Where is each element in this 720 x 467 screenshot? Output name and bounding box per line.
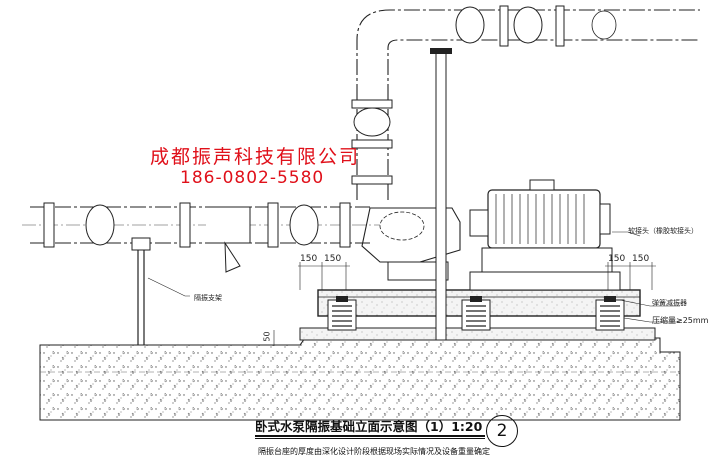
- title-underline-thin: [255, 438, 485, 439]
- isolator-label: 弹簧减振器: [652, 299, 687, 307]
- pipe-support-column: [430, 48, 452, 341]
- title-underline: [255, 435, 485, 437]
- dim-left-a: 150: [300, 254, 318, 264]
- dim-curb: 50: [262, 331, 272, 342]
- spring-isolator-1: [327, 296, 357, 331]
- spring-isolator-2: [461, 296, 491, 331]
- spring-isolator-3: [595, 296, 625, 331]
- motor: [469, 179, 621, 291]
- dim-right-b: 150: [632, 254, 650, 264]
- dim-left-b: 150: [324, 254, 342, 264]
- dim-right-a: 150: [608, 254, 626, 264]
- suction-pipe: [22, 202, 380, 273]
- dimension-lines: [273, 262, 656, 346]
- outlet-flex-label: 软接头（橡胶软接头）: [628, 227, 698, 235]
- deflection-label: 压缩量≥25mm: [652, 316, 709, 325]
- concrete-floor: [39, 337, 681, 421]
- drawing-number: 2: [486, 415, 518, 447]
- label-leaders: [612, 231, 680, 323]
- pipe-support-left: [131, 237, 190, 345]
- company-watermark: 成都振声科技有限公司: [150, 146, 361, 168]
- drawing-title: 卧式水泵隔振基础立面示意图（1）1:20: [255, 419, 483, 434]
- support-label: 隔振支架: [194, 294, 222, 302]
- drawing-note: 隔振台座的厚度由深化设计阶段根据现场实际情况及设备重量确定: [258, 447, 490, 456]
- phone-watermark: 186-0802-5580: [180, 168, 325, 188]
- discharge-pipe: [351, 5, 700, 200]
